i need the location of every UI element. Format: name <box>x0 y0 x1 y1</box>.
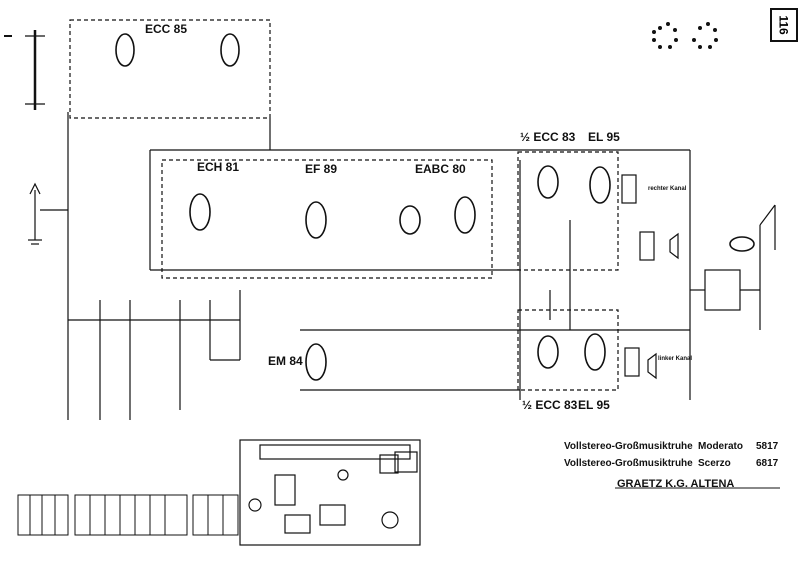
tube-ecc85-b <box>220 33 240 67</box>
label-em84: EM 84 <box>268 354 303 368</box>
product-2-model: Scerzo <box>698 458 731 469</box>
page-number-box: 116 <box>770 8 798 42</box>
product-1-name: Vollstereo-Großmusiktruhe <box>564 441 693 452</box>
socket-pinout-7pin <box>692 22 718 49</box>
label-ecc85: ECC 85 <box>145 22 188 36</box>
label-el95-top: EL 95 <box>588 130 620 144</box>
tube-ecc83-top <box>537 165 559 199</box>
amp-bottom-box <box>517 309 619 391</box>
tube-ech81 <box>189 193 211 231</box>
product-2-name: Vollstereo-Großmusiktruhe <box>564 458 693 469</box>
speaker-left-icon <box>647 352 657 380</box>
product-1-number: 5817 <box>756 441 779 452</box>
rectifier-tube <box>729 236 755 252</box>
tube-el95-bottom <box>584 333 606 371</box>
tube-ef89 <box>305 201 327 239</box>
socket-pinout-9pin <box>652 22 678 49</box>
label-right-channel: rechter Kanal <box>648 186 687 192</box>
switch-position-group-2 <box>74 494 188 536</box>
switch-position-group-3 <box>192 494 239 536</box>
page-number: 116 <box>776 15 791 35</box>
label-el95-bottom: EL 95 <box>578 398 610 412</box>
product-line-1: Vollstereo-Großmusiktruhe Moderato 5817 <box>564 441 778 452</box>
chassis-layout <box>239 439 421 546</box>
product-line-2: Vollstereo-Großmusiktruhe Scerzo 6817 <box>564 458 778 469</box>
product-2-number: 6817 <box>756 458 779 469</box>
tube-em84 <box>305 343 327 381</box>
label-ecc83-top: ½ ECC 83 <box>520 130 576 144</box>
tube-eabc80-a <box>399 205 421 235</box>
amp-top-box <box>517 151 619 271</box>
if-stage-box <box>161 159 493 279</box>
tube-ecc83-bottom <box>537 335 559 369</box>
label-ef89: EF 89 <box>305 162 338 176</box>
label-ech81: ECH 81 <box>197 160 240 174</box>
tube-eabc80-b <box>454 196 476 234</box>
label-ecc83-bottom: ½ ECC 83 <box>522 398 578 412</box>
tube-ecc85-a <box>115 33 135 67</box>
manufacturer: GRAETZ K.G. ALTENA <box>617 478 735 490</box>
product-1-model: Moderato <box>698 441 743 452</box>
tube-el95-top <box>589 166 611 204</box>
speaker-right-icon <box>669 232 679 260</box>
label-left-channel: linker Kanal <box>658 356 693 362</box>
switch-position-group-1 <box>17 494 69 536</box>
label-eabc80: EABC 80 <box>415 162 466 176</box>
ecc85-tuner-box <box>69 19 271 119</box>
